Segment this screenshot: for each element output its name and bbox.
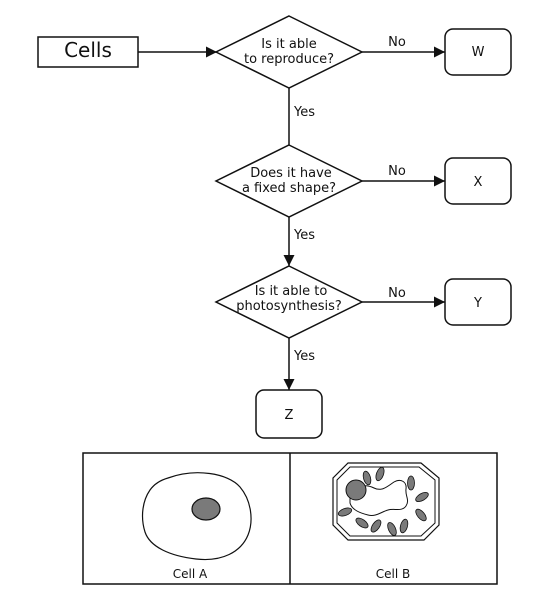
chloroplast — [362, 470, 372, 486]
cell-b-illustration — [332, 462, 440, 541]
cell-b-caption: Cell B — [376, 567, 410, 581]
decision-diamond-2 — [214, 144, 364, 218]
no-label-3: No — [388, 286, 406, 301]
cell-a-illustration — [141, 472, 252, 561]
chloroplast — [337, 507, 353, 517]
yes-label-2: Yes — [293, 228, 315, 243]
cell-b-nucleus — [345, 479, 367, 501]
chloroplast — [375, 466, 385, 482]
no-label-2: No — [388, 164, 406, 179]
decision-1-line1: Is it able — [261, 37, 316, 52]
outcome-box-x — [444, 157, 512, 205]
no-label-1: No — [388, 35, 406, 50]
outcome-box-z — [255, 389, 323, 439]
outcome-label-y: Y — [473, 296, 482, 311]
cell-a-caption: Cell A — [173, 567, 208, 581]
outcome-box-y — [444, 278, 512, 326]
yes-label-3: Yes — [293, 349, 315, 364]
start-label: Cells — [64, 38, 112, 62]
decision-diamond-1 — [214, 15, 364, 89]
chloroplast — [370, 519, 382, 533]
chloroplast — [399, 518, 409, 534]
decision-diamond-3 — [214, 265, 364, 339]
start-box — [37, 36, 139, 68]
outcome-label-z: Z — [285, 408, 294, 423]
chloroplast — [415, 508, 427, 522]
outcome-label-w: W — [472, 45, 485, 60]
chloroplast — [355, 517, 369, 529]
chloroplast — [387, 522, 397, 536]
cell-a-nucleus — [191, 497, 221, 521]
decision-2-line1: Does it have — [250, 166, 332, 181]
chloroplast — [407, 475, 415, 491]
chloroplast — [415, 491, 429, 503]
decision-3-line1: Is it able to — [255, 284, 328, 299]
decision-1-line2: to reproduce? — [244, 52, 334, 67]
decision-3-line2: photosynthesis? — [236, 299, 342, 314]
outcome-label-x: X — [474, 175, 483, 190]
outcome-box-w — [444, 28, 512, 76]
decision-2-line2: a fixed shape? — [242, 181, 336, 196]
yes-label-1: Yes — [293, 105, 315, 120]
